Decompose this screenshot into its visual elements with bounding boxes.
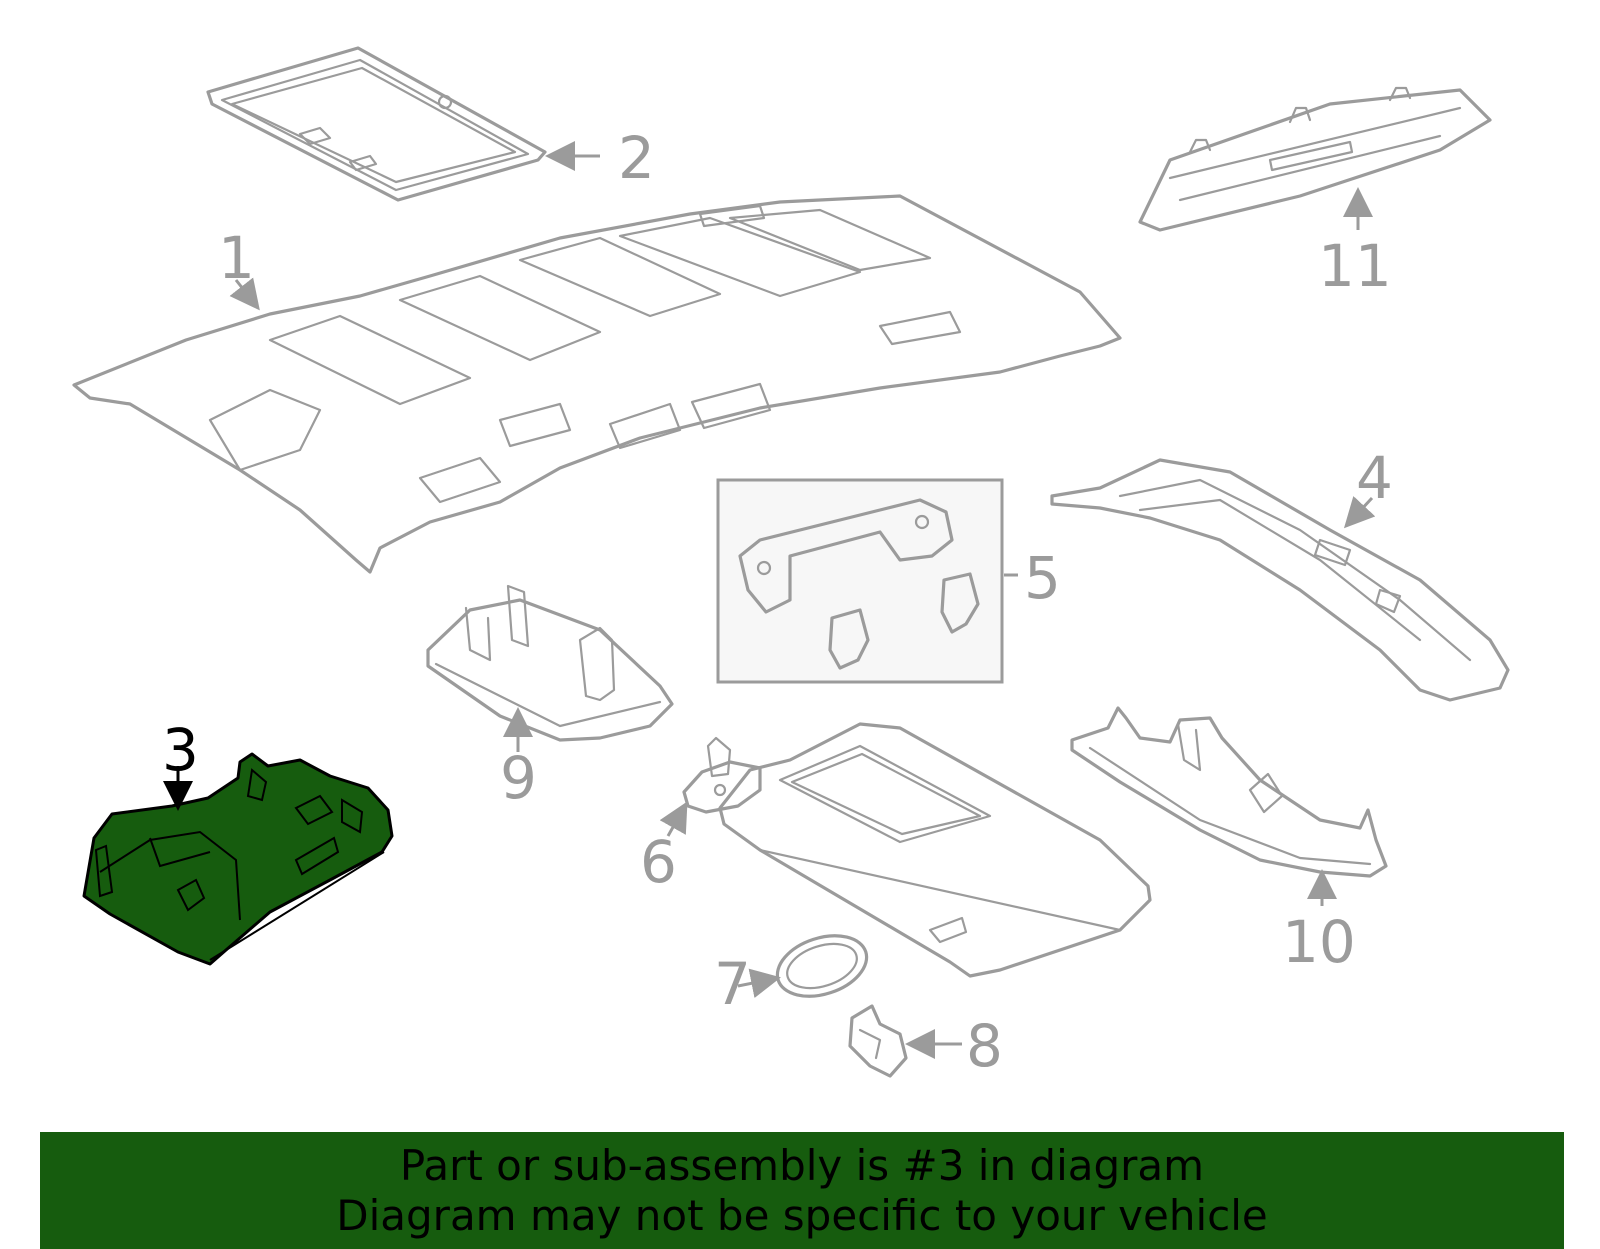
callout-3[interactable]: 3 bbox=[162, 716, 199, 784]
callout-7[interactable]: 7 bbox=[714, 950, 751, 1018]
info-banner: Part or sub-assembly is #3 in diagram Di… bbox=[40, 1132, 1564, 1249]
leader-lines bbox=[163, 141, 1376, 1059]
part-4-side-trim[interactable] bbox=[1050, 458, 1510, 702]
part-9-reading-lamp[interactable] bbox=[426, 584, 674, 742]
banner-line-2: Diagram may not be specific to your vehi… bbox=[336, 1190, 1268, 1240]
callout-8[interactable]: 8 bbox=[966, 1012, 1003, 1080]
part-2-sunshade[interactable] bbox=[206, 46, 547, 202]
callout-1[interactable]: 1 bbox=[218, 224, 255, 292]
banner-line-1: Part or sub-assembly is #3 in diagram bbox=[399, 1140, 1205, 1190]
part-6-sun-visor[interactable] bbox=[682, 722, 1152, 978]
part-10-trim[interactable] bbox=[1070, 706, 1388, 878]
part-1-headliner[interactable] bbox=[72, 194, 1122, 574]
part-7-cap[interactable] bbox=[770, 925, 875, 1007]
callout-10[interactable]: 10 bbox=[1282, 908, 1356, 976]
callout-2[interactable]: 2 bbox=[618, 124, 655, 192]
part-5-grab-handle-inset[interactable] bbox=[716, 478, 1018, 684]
callout-9[interactable]: 9 bbox=[500, 744, 537, 812]
callout-4[interactable]: 4 bbox=[1356, 444, 1393, 512]
part-3-overhead-console[interactable] bbox=[82, 752, 394, 966]
callout-labels: 1 2 3 4 5 6 7 8 9 10 11 bbox=[162, 124, 1393, 1080]
callout-5[interactable]: 5 bbox=[1024, 544, 1061, 612]
callout-11[interactable]: 11 bbox=[1318, 232, 1392, 300]
part-8-clip[interactable] bbox=[848, 1004, 908, 1078]
part-11-overhead-rail[interactable] bbox=[1138, 86, 1492, 232]
callout-6[interactable]: 6 bbox=[640, 828, 677, 896]
